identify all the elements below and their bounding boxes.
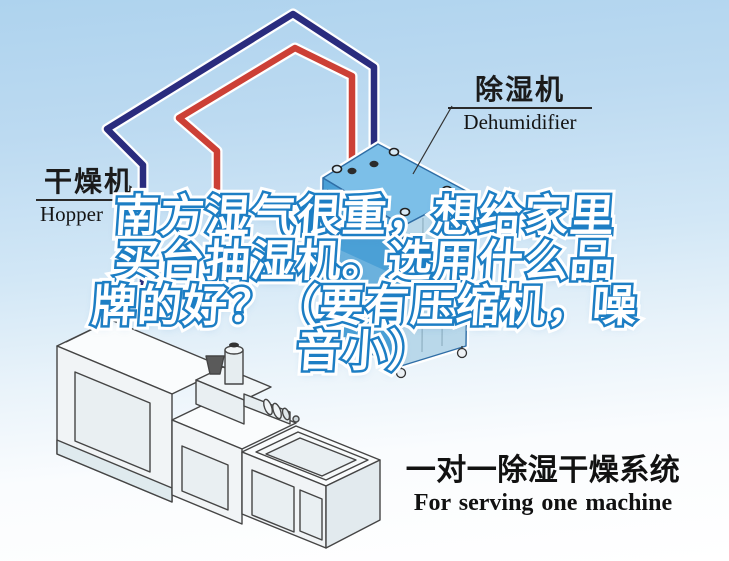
dehumidifier-label-zh: 除湿机 (474, 74, 565, 105)
caster-wheels (327, 334, 468, 379)
headline-line-4: 音小） 音小） 音小） (0, 322, 729, 382)
headline-line-4-fill: 音小） (294, 327, 435, 376)
dehumidifier-unit (318, 141, 471, 379)
blue-return-pipe (103, 10, 378, 304)
dryer-label-underline (36, 199, 142, 201)
dehumidifier-label-en: Dehumidifier (463, 110, 577, 134)
headline-line-1: 南方湿气很重，想给家里 南方湿气很重，想给家里 南方湿气很重，想给家里 (0, 187, 729, 247)
hopper-funnel (205, 355, 225, 375)
headline-line-1-fill: 南方湿气很重，想给家里 (112, 192, 617, 241)
dehumidifier-leader-line (412, 105, 453, 175)
red-dry-air-pipe (175, 44, 356, 304)
headline-line-3: 牌的好？（要有压缩机，噪 牌的好？（要有压缩机，噪 牌的好？（要有压缩机，噪 (0, 277, 729, 337)
red-hose-socket (347, 167, 357, 175)
lifting-eyelets (331, 147, 453, 217)
bottom-caption: 一对一除湿干燥系统 For serving one machine (398, 453, 688, 517)
headline-text: 南方湿气很重，想给家里 南方湿气很重，想给家里 南方湿气很重，想给家里 买台抽湿… (0, 187, 729, 382)
pipes-group (101, 8, 380, 306)
dryer-label-zh: 干燥机 (43, 166, 134, 197)
vent-grille (326, 189, 341, 213)
caption-zh: 一对一除湿干燥系统 (405, 454, 681, 487)
headline-line-3-fill: 牌的好？（要有压缩机，噪 (89, 282, 640, 331)
blue-hose-socket (369, 160, 379, 168)
injection-molding-machine (56, 319, 381, 549)
headline-line-2: 买台抽湿机。选用什么品 买台抽湿机。选用什么品 买台抽湿机。选用什么品 (0, 232, 729, 292)
dehumidifier-label: 除湿机 Dehumidifier (448, 76, 592, 134)
dryer-label-en: Hopper (40, 202, 103, 226)
headline-line-2-fill: 买台抽湿机。选用什么品 (112, 237, 617, 286)
dehumidifier-label-underline (448, 107, 592, 109)
hopper-dryer-label: 干燥机 Hopper (36, 168, 142, 226)
caption-en: For serving one machine (413, 490, 673, 516)
